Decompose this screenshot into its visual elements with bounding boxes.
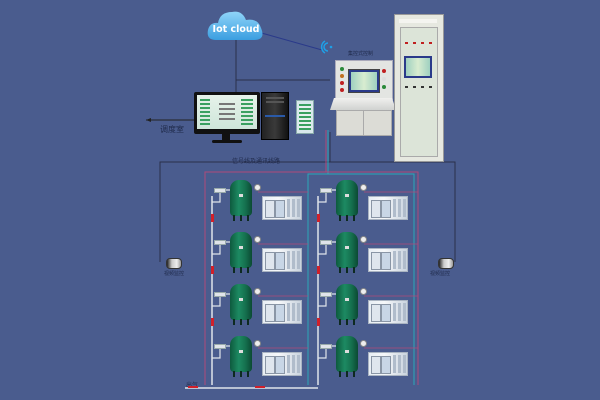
pipe-valve-mark [317,214,320,222]
left-group-air-tank-4[interactable] [230,336,252,377]
cloud-to-wifi-line [257,31,323,51]
left-group-air-tank-2[interactable] [230,232,252,273]
console-label: 集控式控制 [348,51,374,57]
cloud-label: Iot cloud [212,24,260,35]
outlet-valve-mark-2 [255,386,265,388]
inlet-valve-tag [214,344,226,349]
comm-line-cyan-right [312,173,415,385]
left-group-dryer-2[interactable] [262,248,302,272]
operator-console[interactable] [335,60,393,100]
video-left-label: 视频监控 [164,271,185,277]
outlet-label: 出气 [186,380,198,389]
right-group-air-tank-1[interactable] [336,180,358,221]
pressure-gauge-icon [360,236,367,243]
left-group-air-tank-3[interactable] [230,284,252,325]
video-right-label: 视频监控 [430,271,451,277]
pressure-gauge-icon [360,184,367,191]
inlet-valve-tag [214,240,226,245]
monitor-stand [222,134,230,140]
control-cabinet[interactable] [394,14,444,162]
right-group-dryer-4[interactable] [368,352,408,376]
inlet-valve-tag [214,292,226,297]
right-group-air-tank-3[interactable] [336,284,358,325]
pressure-gauge-icon [254,288,261,295]
pressure-gauge-icon [254,184,261,191]
cloud-icon [207,11,263,40]
workstation-monitor[interactable] [194,92,260,134]
dispatch-arrow-head [146,118,151,122]
right-group-dryer-2[interactable] [368,248,408,272]
inlet-valve-tag [214,188,226,193]
pipe-valve-mark [317,318,320,326]
left-group-dryer-1[interactable] [262,196,302,220]
dispatch-room-label: 调度室 [160,125,184,134]
pipe-valve-mark [211,318,214,326]
inlet-valve-tag [320,188,332,193]
pressure-gauge-icon [254,236,261,243]
console-desk [330,98,396,110]
pc-tower[interactable] [261,92,289,140]
left-group-dryer-3[interactable] [262,300,302,324]
console-base [336,110,392,136]
camera-icon-left[interactable] [166,258,182,269]
right-group-air-tank-4[interactable] [336,336,358,377]
pressure-gauge-icon [360,288,367,295]
inlet-valve-tag [320,292,332,297]
pressure-gauge-icon [360,340,367,347]
right-group-dryer-1[interactable] [368,196,408,220]
monitor-screen [197,95,257,129]
plc-panel[interactable] [296,100,314,134]
console-screen [348,69,380,93]
wifi-signal-icon [320,40,333,54]
comm-line-magenta [204,130,327,385]
signal-bus-left [159,132,331,262]
outlet-valve-mark [188,386,198,388]
signal-bus-right [330,161,456,262]
inlet-valve-tag [320,344,332,349]
pipe-valve-mark [317,266,320,274]
monitor-base [212,140,242,143]
pressure-gauge-icon [254,340,261,347]
left-group-dryer-4[interactable] [262,352,302,376]
camera-icon-right[interactable] [438,258,454,269]
left-group-air-tank-1[interactable] [230,180,252,221]
comm-line-magenta-right [310,171,419,385]
signal-line-label: 信号线及通讯线路 [232,158,281,165]
pipe-valve-mark [211,214,214,222]
right-group-air-tank-2[interactable] [336,232,358,273]
pipe-valve-mark [211,266,214,274]
right-group-dryer-3[interactable] [368,300,408,324]
inlet-valve-tag [320,240,332,245]
